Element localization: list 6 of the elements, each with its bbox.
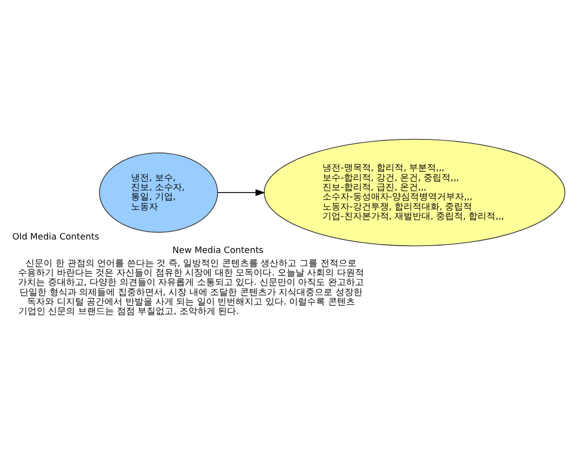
node-label: New Media Contents: [172, 246, 264, 256]
node-ellipse: 냉전, 보수, 진보, 소수자, 통일, 기업, 노동자: [99, 152, 218, 233]
node-label: Old Media Contents: [12, 232, 100, 242]
arrow: [217, 189, 266, 196]
caption: 신문이 한 관점의 언어를 쓴다는 것 즉, 일방적인 콘텐츠를 생산하고 그를 전적으로 수용하기 바란다는 것은 자신들이 점유한 시장에 대한 모독이다. 오늘날 사회의 다원적 가치는 증대하고, 다양한 의견들이 자유롭게 소통되고 있다. 신문만이 아직도 완고하고 단일한 형식과 의제들에 집중하면서, 시장 내에 조달한 콘텐츠가 지식대중으로 성장한 독자와 디지털 공간에서 반발을 사게 되는 일이 빈번해지고 있다. 이럴수록 콘텐츠 기업인 신문의 브랜드는 점점 부질없고, 조악하게 된다.: [18, 258, 364, 318]
node-ellipse: 냉전-맹목적, 합리적, 부분적,,, 보수-합리적, 강건, 온건, 중립적,,, 진보-합리적, 급진, 온건,,, 소수자-동성애자-양심적병역거부자,,, 노동자-강건투쟁, 합리적대화, 중립적 기업-친자본가적, 재벌반대, 중립적, 합리적,,,: [264, 138, 566, 246]
